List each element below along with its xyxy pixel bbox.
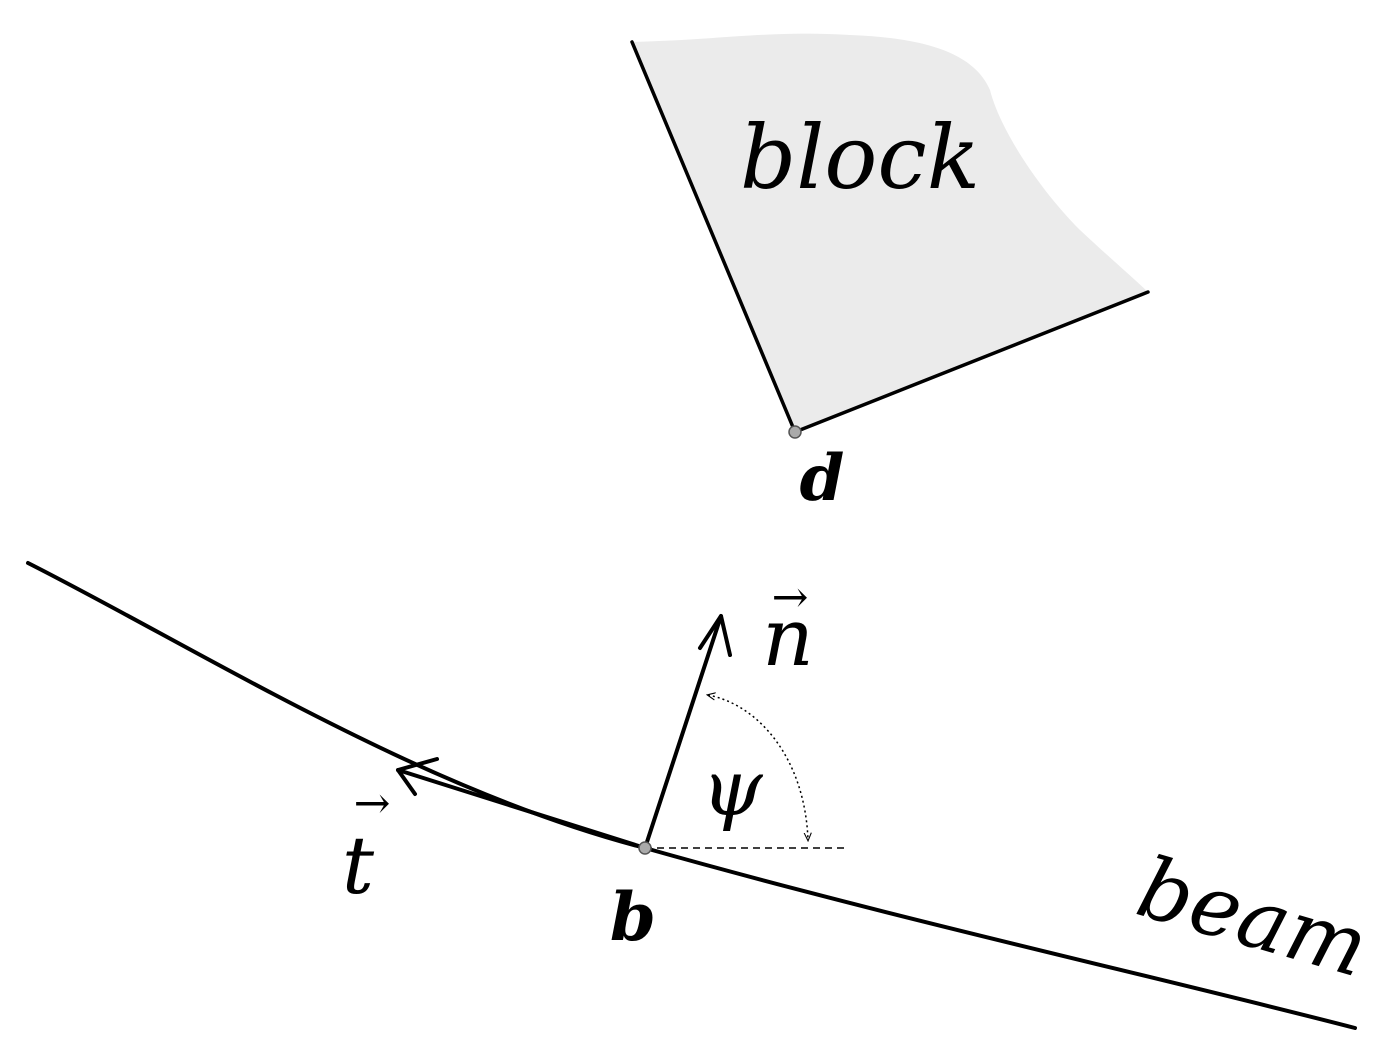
block-edge-bottom [793, 290, 1150, 434]
normal-vector-accent: → [772, 572, 809, 623]
tangent-vector [396, 757, 647, 850]
block-fill [632, 33, 1148, 432]
normal-vector-shaft [643, 614, 723, 850]
normal-vector-arrowhead [698, 614, 732, 657]
tangent-vector-arrowhead [396, 757, 439, 796]
normal-vector-label: n [762, 591, 814, 684]
angle-arc [708, 695, 808, 840]
angle-psi-label: ψ [701, 744, 763, 834]
tangent-vector-accent: → [354, 778, 391, 829]
normal-vector [643, 614, 732, 850]
beam-curve [26, 561, 1357, 1030]
point-b-label: b [610, 878, 656, 956]
point-d-marker [788, 425, 802, 439]
beam-label: beam [1127, 838, 1378, 996]
tangent-vector-shaft [396, 768, 647, 850]
block-label: block [740, 106, 980, 209]
block-edge-left [630, 40, 797, 434]
tangent-vector-label: t [342, 819, 375, 912]
point-d-label: d [800, 441, 845, 516]
point-b-marker [638, 841, 652, 855]
block-shape [630, 33, 1150, 439]
